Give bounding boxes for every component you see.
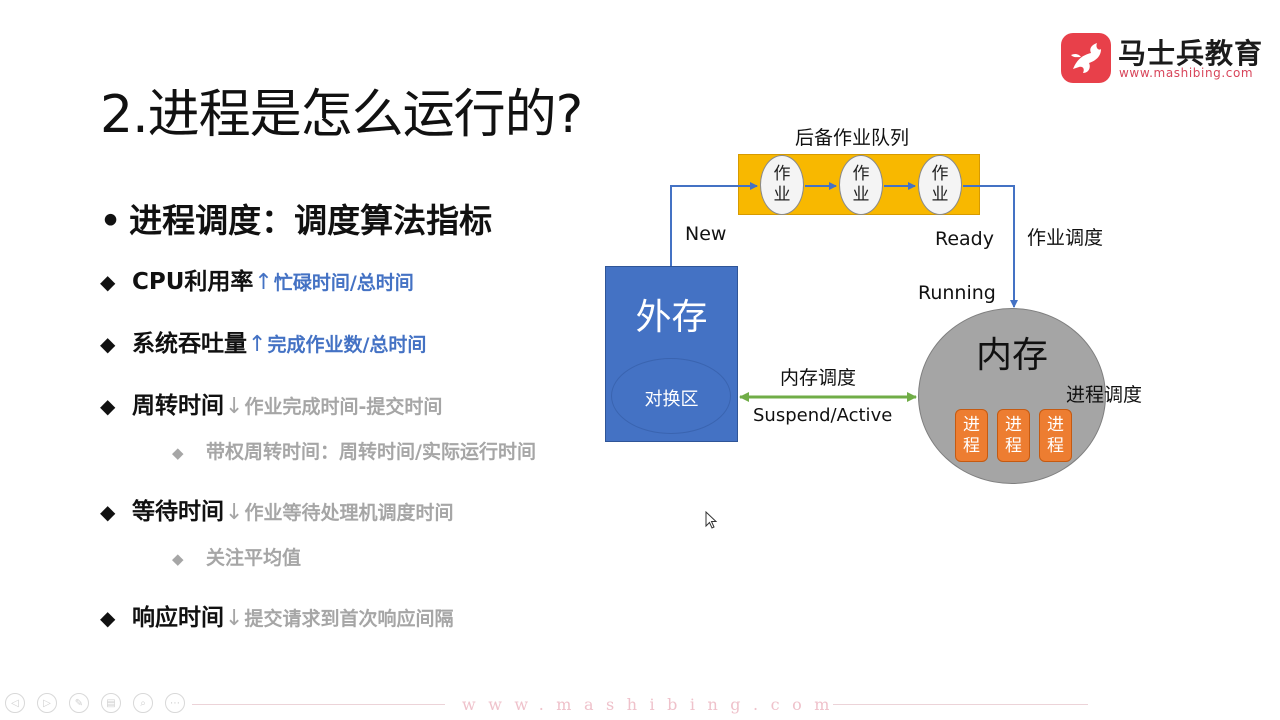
arrow-up-icon: ↑ bbox=[248, 332, 267, 357]
zoom-button[interactable]: ⌕ bbox=[133, 693, 153, 713]
footer-divider-left bbox=[192, 704, 445, 705]
metric-formula: 提交请求到首次响应间隔 bbox=[244, 608, 454, 630]
diamond-bullet-icon: ◆ bbox=[100, 394, 116, 418]
metric-label: 响应时间 bbox=[132, 605, 224, 631]
section-heading: •进程调度：调度算法指标 bbox=[100, 194, 492, 242]
memory-label: 内存 bbox=[975, 335, 1048, 376]
job-text: 作 bbox=[931, 164, 949, 184]
process-text: 程 bbox=[1005, 435, 1022, 456]
metric-cpu-utilization: ◆ CPU利用率 ↑ 忙碌时间/总时间 bbox=[100, 262, 414, 296]
job-node-1: 作 业 bbox=[760, 155, 804, 215]
metric-formula: 作业完成时间-提交时间 bbox=[244, 396, 443, 418]
metric-label: 等待时间 bbox=[132, 499, 224, 525]
ready-state-label: Ready bbox=[935, 228, 994, 250]
sub-metric-average: ◆ 关注平均值 bbox=[172, 543, 301, 570]
diamond-bullet-icon: ◆ bbox=[100, 606, 116, 630]
metric-formula: 忙碌时间/总时间 bbox=[273, 272, 414, 294]
metric-turnaround-time: ◆ 周转时间 ↓ 作业完成时间-提交时间 bbox=[100, 386, 442, 420]
process-text: 进 bbox=[1005, 414, 1022, 435]
process-text: 程 bbox=[963, 435, 980, 456]
new-state-label: New bbox=[685, 223, 727, 245]
swap-area-label: 对换区 bbox=[644, 389, 699, 410]
brand-url: www.mashibing.com bbox=[1119, 66, 1254, 80]
pen-tool-button[interactable]: ✎ bbox=[69, 693, 89, 713]
job-text: 作 bbox=[773, 164, 791, 184]
running-state-label: Running bbox=[918, 282, 996, 304]
previous-slide-button[interactable]: ◁ bbox=[5, 693, 25, 713]
chevron-left-icon: ◁ bbox=[11, 697, 19, 709]
backup-queue-title: 后备作业队列 bbox=[795, 127, 910, 149]
pen-icon: ✎ bbox=[74, 697, 84, 709]
job-text: 业 bbox=[931, 185, 949, 205]
footer-url: www.mashibing.com bbox=[462, 695, 842, 714]
metric-waiting-time: ◆ 等待时间 ↓ 作业等待处理机调度时间 bbox=[100, 492, 453, 526]
process-node-3: 进 程 bbox=[1039, 409, 1072, 462]
more-options-button[interactable]: ⋯ bbox=[165, 693, 185, 713]
diamond-bullet-icon: ◆ bbox=[172, 550, 184, 568]
next-slide-button[interactable]: ▷ bbox=[37, 693, 57, 713]
mouse-cursor-icon bbox=[705, 511, 718, 529]
metric-formula: 作业等待处理机调度时间 bbox=[244, 502, 454, 524]
chevron-right-icon: ▷ bbox=[43, 697, 51, 709]
metric-formula: 完成作业数/总时间 bbox=[267, 334, 427, 356]
process-text: 进 bbox=[1047, 414, 1064, 435]
job-text: 作 bbox=[852, 164, 870, 184]
arrow-down-icon: ↓ bbox=[225, 606, 244, 631]
arrow-down-icon: ↓ bbox=[225, 500, 244, 525]
arrow-down-icon: ↓ bbox=[225, 394, 244, 419]
process-scheduling-label: 进程调度 bbox=[1066, 384, 1143, 406]
metric-label: 周转时间 bbox=[132, 393, 224, 419]
slide-title: 2.进程是怎么运行的? bbox=[100, 85, 583, 145]
slide-menu-button[interactable]: ▤ bbox=[101, 693, 121, 713]
brand-logo-icon bbox=[1061, 33, 1111, 83]
job-text: 业 bbox=[852, 185, 870, 205]
job-node-3: 作 业 bbox=[918, 155, 962, 215]
swap-area-ellipse bbox=[611, 358, 731, 434]
memory-scheduling-label: 内存调度 bbox=[780, 367, 857, 389]
more-icon: ⋯ bbox=[170, 697, 180, 709]
metric-label: 系统吞吐量 bbox=[132, 331, 247, 357]
suspend-active-label: Suspend/Active bbox=[753, 405, 893, 426]
process-node-1: 进 程 bbox=[955, 409, 988, 462]
job-scheduling-label: 作业调度 bbox=[1027, 227, 1104, 249]
metric-response-time: ◆ 响应时间 ↓ 提交请求到首次响应间隔 bbox=[100, 598, 453, 632]
section-heading-text: 进程调度：调度算法指标 bbox=[129, 201, 493, 240]
process-node-2: 进 程 bbox=[997, 409, 1030, 462]
menu-icon: ▤ bbox=[106, 697, 116, 709]
metric-label: CPU利用率 bbox=[132, 269, 254, 295]
bullet-dot: • bbox=[100, 201, 122, 240]
diamond-bullet-icon: ◆ bbox=[100, 270, 116, 294]
metric-throughput: ◆ 系统吞吐量 ↑ 完成作业数/总时间 bbox=[100, 324, 426, 358]
diamond-bullet-icon: ◆ bbox=[100, 500, 116, 524]
diamond-bullet-icon: ◆ bbox=[100, 332, 116, 356]
external-storage-label: 外存 bbox=[635, 297, 708, 338]
job-node-2: 作 业 bbox=[839, 155, 883, 215]
brand-name: 马士兵教育 bbox=[1118, 37, 1264, 70]
footer-divider-right bbox=[833, 704, 1088, 705]
sub-metric-text: 带权周转时间：周转时间/实际运行时间 bbox=[206, 441, 536, 463]
process-text: 进 bbox=[963, 414, 980, 435]
sub-metric-weighted-turnaround: ◆ 带权周转时间：周转时间/实际运行时间 bbox=[172, 437, 536, 464]
magnifier-icon: ⌕ bbox=[140, 697, 146, 709]
diamond-bullet-icon: ◆ bbox=[172, 444, 184, 462]
arrow-up-icon: ↑ bbox=[254, 270, 273, 295]
process-text: 程 bbox=[1047, 435, 1064, 456]
job-text: 业 bbox=[773, 185, 791, 205]
sub-metric-text: 关注平均值 bbox=[206, 547, 302, 569]
